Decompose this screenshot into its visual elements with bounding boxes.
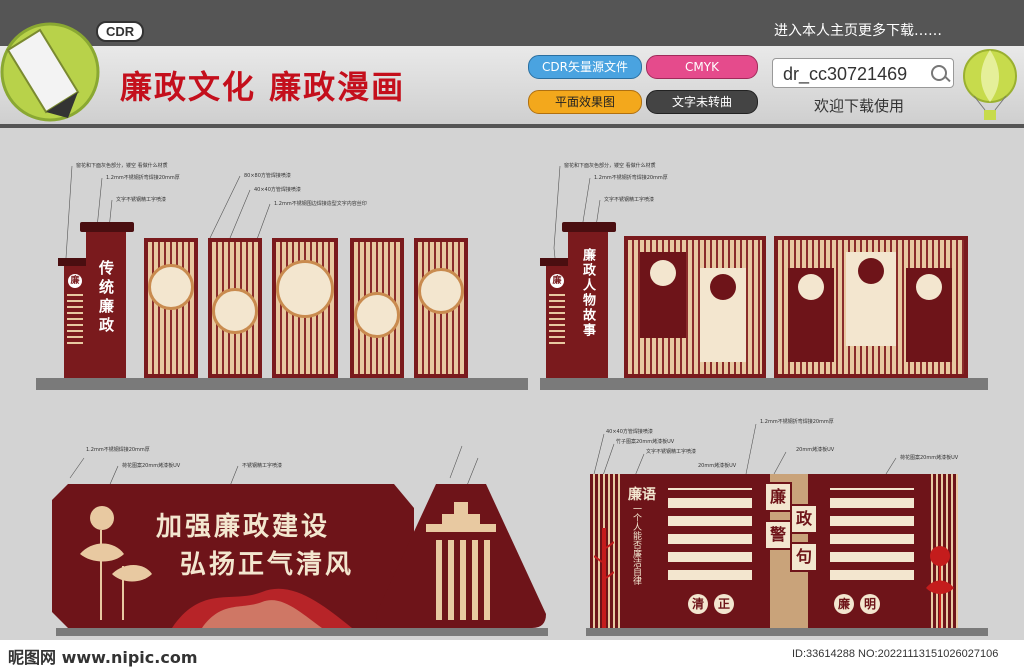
quote-lines-right xyxy=(830,488,914,580)
search-icon[interactable] xyxy=(931,65,947,81)
pillar-left-cap xyxy=(540,258,572,266)
annotation: 1.2mm不锈钢折弯焊接20mm厚 xyxy=(594,175,668,181)
pill-cmyk: CMYK xyxy=(646,55,758,79)
top-note[interactable]: 进入本人主页更多下载…… xyxy=(774,23,942,39)
pillar-left-cap xyxy=(58,258,90,266)
title-card: 警 xyxy=(764,520,792,550)
round-window xyxy=(148,264,194,310)
label-circle: 廉 xyxy=(834,594,854,614)
lian-sign xyxy=(376,484,546,628)
format-badge: CDR xyxy=(96,21,145,42)
annotation: 荷花图案20mm烤漆板UV xyxy=(900,455,959,461)
site-logo[interactable]: 昵图网 www.nipic.com xyxy=(8,648,198,667)
pill-preview: 平面效果图 xyxy=(528,90,642,114)
annotation: 1.2mm不锈钢围边焊接造型文字内容丝印 xyxy=(274,201,367,207)
lattice xyxy=(549,294,565,344)
annotation: 窗花和下面灰色部分，镂空 看做什么材质 xyxy=(76,163,168,169)
pillar-main-2 xyxy=(568,228,608,378)
quote-header: 廉语 xyxy=(628,487,656,503)
title-card: 廉 xyxy=(764,482,792,512)
annotation: 文字不锈钢精工字喷漆 xyxy=(646,449,697,455)
bamboo-icon xyxy=(594,528,614,628)
annotation: 40×40方管焊接喷漆 xyxy=(254,187,301,193)
round-window xyxy=(354,292,400,338)
design2-vertical-text: 廉政人物故事 xyxy=(580,248,595,338)
quote-subtext: 一个人能否廉洁自律 xyxy=(631,504,641,585)
portrait-circle xyxy=(798,274,824,300)
footer: 昵图网 www.nipic.com ID:33614288 NO:2022111… xyxy=(0,640,1024,668)
banner-divider xyxy=(0,124,1024,128)
annotation: 80×80方管焊接喷漆 xyxy=(244,173,291,179)
quote-lines-left xyxy=(668,488,752,580)
image-id: ID:33614288 NO:20221113151026027106 xyxy=(792,648,999,660)
annotation: 文字不锈钢精工字喷漆 xyxy=(116,197,167,203)
title-card: 句 xyxy=(790,542,818,572)
round-window xyxy=(276,260,334,318)
annotation: 文字不锈钢精工字喷漆 xyxy=(604,197,655,203)
annotation: 1.2mm不锈钢折弯焊接20mm厚 xyxy=(760,419,834,425)
pill-text-status: 文字未转曲 xyxy=(646,90,758,114)
ground-strip xyxy=(36,378,528,390)
portrait-circle xyxy=(710,274,736,300)
page-title: 廉政文化 廉政漫画 xyxy=(120,68,406,106)
annotation: 20mm烤漆板UV xyxy=(796,447,835,453)
annotation: 竹子图案20mm烤漆板UV xyxy=(616,439,675,445)
design1-vertical-text: 传统廉政 xyxy=(97,260,115,336)
search-input[interactable]: dr_cc30721469 xyxy=(772,58,954,88)
lattice xyxy=(67,294,83,344)
ground-strip xyxy=(540,378,988,390)
slogan-board xyxy=(52,484,414,628)
round-window xyxy=(212,288,258,334)
badge-circle: 廉 xyxy=(550,274,564,288)
ground-strip xyxy=(56,628,548,636)
pill-cdr: CDR矢量源文件 xyxy=(528,55,642,79)
lotus-icon xyxy=(926,546,954,628)
annotation: 不锈钢精工字喷漆 xyxy=(242,463,283,469)
portrait-circle xyxy=(650,260,676,286)
design-canvas: 窗花和下面灰色部分，镂空 看做什么材质 1.2mm不锈钢折弯焊接20mm厚 文字… xyxy=(0,128,1024,640)
pillar-main-1 xyxy=(86,228,126,378)
balloon-icon xyxy=(963,49,1017,120)
slogan-line-1: 加强廉政建设 xyxy=(156,512,331,542)
label-circle: 正 xyxy=(714,594,734,614)
label-circle: 清 xyxy=(688,594,708,614)
annotation: 20mm烤漆板UV xyxy=(698,463,737,469)
welcome-text: 欢迎下载使用 xyxy=(814,97,905,115)
round-window xyxy=(418,268,464,314)
badge-circle: 廉 xyxy=(68,274,82,288)
portrait-circle xyxy=(858,258,884,284)
annotation: 窗花和下面灰色部分，镂空 看做什么材质 xyxy=(564,163,656,169)
pencil-icon xyxy=(0,22,100,122)
search-value: dr_cc30721469 xyxy=(783,64,908,84)
annotation: 1.2mm不锈钢折弯焊接20mm厚 xyxy=(106,175,180,181)
annotation: 1.2mm不锈钢焊接20mm厚 xyxy=(86,447,150,453)
roof-1 xyxy=(80,222,134,232)
top-bar xyxy=(0,0,1024,46)
roof-2 xyxy=(562,222,616,232)
annotation: 40×40方管焊接喷漆 xyxy=(606,429,653,435)
ground-strip xyxy=(586,628,988,636)
slogan-line-2: 弘扬正气清风 xyxy=(180,550,355,580)
annotation: 荷花图案20mm烤漆板UV xyxy=(122,463,181,469)
portrait-circle xyxy=(916,274,942,300)
title-card: 政 xyxy=(790,504,818,534)
label-circle: 明 xyxy=(860,594,880,614)
